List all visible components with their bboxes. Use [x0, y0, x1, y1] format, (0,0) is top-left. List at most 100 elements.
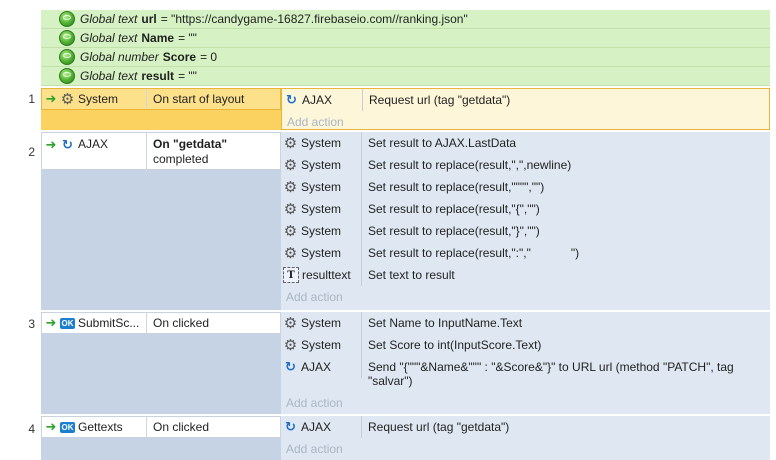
global-var-score[interactable]: Global number Score = 0 — [41, 48, 770, 67]
action-object: ⚙System — [281, 198, 362, 220]
action-text: Set result to replace(result,",",newline… — [368, 158, 572, 172]
global-name: Score — [162, 50, 197, 64]
action-text: Request url (tag "getdata") — [369, 93, 511, 107]
gear-icon: ⚙ — [283, 314, 298, 332]
action-object: ⚙System — [281, 220, 362, 242]
action-row[interactable]: ⚙System Set result to replace(result,":"… — [281, 242, 770, 264]
add-action-link[interactable]: Add action — [286, 442, 343, 456]
event-4-condition[interactable]: ➜ OK Gettexts On clicked — [41, 416, 281, 438]
global-kind: Global text — [80, 31, 138, 45]
action-row[interactable]: ⚙System Set result to replace(result,"""… — [281, 176, 770, 198]
action-object: ↻AJAX — [281, 356, 362, 378]
action-object: ⚙System — [281, 334, 362, 356]
event-3-actions: ⚙System Set Name to InputName.Text ⚙Syst… — [281, 312, 770, 414]
gear-icon: ⚙ — [283, 134, 298, 152]
condition-object: ↻ AJAX — [60, 133, 147, 173]
global-value: = "https://candygame-16827.firebaseio.co… — [160, 12, 468, 26]
action-text: Set text to result — [368, 268, 455, 282]
ajax-icon: ↻ — [285, 359, 296, 374]
event-4-actions: ↻AJAX Request url (tag "getdata") Add ac… — [281, 416, 770, 460]
global-name: url — [141, 12, 157, 26]
button-ok-icon: OK — [60, 421, 75, 433]
gear-icon: ⚙ — [283, 156, 298, 174]
event-2-actions: ⚙System Set result to AJAX.LastData ⚙Sys… — [281, 132, 770, 310]
global-kind: Global number — [80, 50, 159, 64]
action-text: Set result to AJAX.LastData — [368, 136, 517, 150]
gear-icon: ⚙ — [283, 244, 298, 262]
action-text: Set result to replace(result,"""","") — [368, 180, 545, 194]
action-text: Set result to replace(result,"}","") — [368, 224, 540, 238]
gear-icon: ⚙ — [283, 200, 298, 218]
ajax-icon: ↻ — [285, 419, 296, 434]
action-object: ⚙System — [281, 242, 362, 264]
global-value: = "" — [178, 69, 197, 83]
condition-name: On clicked — [153, 420, 210, 434]
action-row[interactable]: ⚙System Set result to replace(result,"}"… — [281, 220, 770, 242]
text-object-icon: T — [283, 267, 299, 283]
action-row[interactable]: ⚙System Set result to replace(result,","… — [281, 154, 770, 176]
ajax-icon: ↻ — [62, 136, 73, 152]
action-row[interactable]: ↻AJAX Send "{"""&Name&""" : "&Score&"}" … — [281, 356, 770, 392]
gear-icon: ⚙ — [283, 336, 298, 354]
condition-name: On "getdata" completed — [153, 137, 228, 166]
action-row[interactable]: ↻ AJAX Request url (tag "getdata") — [282, 89, 769, 111]
ajax-icon: ↻ — [286, 92, 297, 107]
action-row[interactable]: ⚙System Set Score to int(InputScore.Text… — [281, 334, 770, 356]
global-kind: Global text — [80, 12, 138, 26]
action-text: Set result to replace(result,":"," ") — [368, 246, 580, 260]
add-action-link[interactable]: Add action — [287, 115, 344, 129]
event-number: 4 — [28, 422, 35, 436]
event-arrow-icon: ➜ — [45, 419, 57, 434]
condition-object: OK SubmitSc... — [60, 313, 147, 333]
global-value: = 0 — [200, 50, 218, 64]
condition-name: On start of layout — [153, 92, 245, 106]
event-2-condition[interactable]: ➜ ↻ AJAX On "getdata" completed — [41, 132, 281, 173]
global-var-name[interactable]: Global text Name = "" — [41, 29, 770, 48]
event-number: 2 — [28, 145, 35, 159]
action-text: Send "{"""&Name&""" : "&Score&"}" to URL… — [368, 360, 734, 388]
action-text: Set result to replace(result,"{","") — [368, 202, 540, 216]
action-row[interactable]: ⚙System Set result to AJAX.LastData — [281, 132, 770, 154]
action-row[interactable]: ⚙System Set result to replace(result,"{"… — [281, 198, 770, 220]
global-kind: Global text — [80, 69, 138, 83]
action-object: ⚙System — [281, 176, 362, 198]
action-object: ↻ AJAX — [282, 89, 363, 111]
action-text: Set Score to int(InputScore.Text) — [368, 338, 542, 352]
globe-icon — [59, 11, 75, 27]
action-text: Request url (tag "getdata") — [368, 420, 510, 434]
global-var-result[interactable]: Global text result = "" — [41, 67, 770, 86]
event-number: 3 — [28, 317, 35, 331]
condition-name: On clicked — [153, 316, 210, 330]
global-name: Name — [141, 31, 175, 45]
gear-icon: ⚙ — [283, 222, 298, 240]
event-number: 1 — [28, 92, 35, 106]
add-action-link[interactable]: Add action — [286, 290, 343, 304]
gear-icon: ⚙ — [60, 90, 75, 108]
action-row[interactable]: ⚙System Set Name to InputName.Text — [281, 312, 770, 334]
global-name: result — [141, 69, 175, 83]
globe-icon — [59, 68, 75, 84]
globe-icon — [59, 49, 75, 65]
global-var-url[interactable]: Global text url = "https://candygame-168… — [41, 10, 770, 29]
condition-object: ⚙ System — [60, 89, 147, 109]
event-arrow-icon: ➜ — [45, 91, 57, 106]
condition-object: OK Gettexts — [60, 417, 147, 437]
action-row[interactable]: ↻AJAX Request url (tag "getdata") — [281, 416, 770, 438]
add-action-link[interactable]: Add action — [286, 396, 343, 410]
action-object: ↻AJAX — [281, 416, 362, 438]
event-1-actions: ↻ AJAX Request url (tag "getdata") Add a… — [281, 88, 770, 130]
event-1-condition[interactable]: ➜ ⚙ System On start of layout — [41, 88, 281, 110]
event-3-condition[interactable]: ➜ OK SubmitSc... On clicked — [41, 312, 281, 334]
action-object: ⚙System — [281, 154, 362, 176]
globe-icon — [59, 30, 75, 46]
event-arrow-icon: ➜ — [45, 137, 57, 152]
action-object: ⚙System — [281, 132, 362, 154]
gear-icon: ⚙ — [283, 178, 298, 196]
action-object: ⚙System — [281, 312, 362, 334]
action-text: Set Name to InputName.Text — [368, 316, 523, 330]
global-value: = "" — [178, 31, 197, 45]
event-arrow-icon: ➜ — [45, 315, 57, 330]
button-ok-icon: OK — [60, 317, 75, 329]
